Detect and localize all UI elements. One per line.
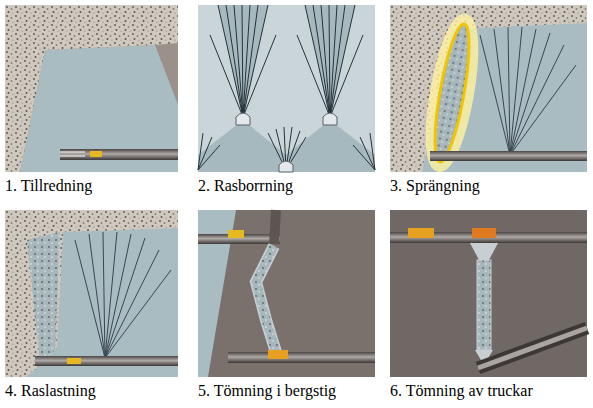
step-caption: 5. Tömning i bergstig [198,381,336,401]
step-caption: 4. Raslastning [5,381,96,401]
panel-blasting [390,5,587,172]
step-caption: 3. Sprängning [390,176,480,196]
step-caption: 2. Rasborrning [198,176,293,196]
panel-ring-drilling [198,5,375,172]
step-caption: 6. Tömning av truckar [390,381,533,401]
panel-truck-dumping [390,210,587,377]
step-caption: 1. Tillredning [5,176,92,196]
panel-ore-pass [198,210,375,377]
panel-preparation [5,5,178,172]
panel-loading [5,210,178,377]
